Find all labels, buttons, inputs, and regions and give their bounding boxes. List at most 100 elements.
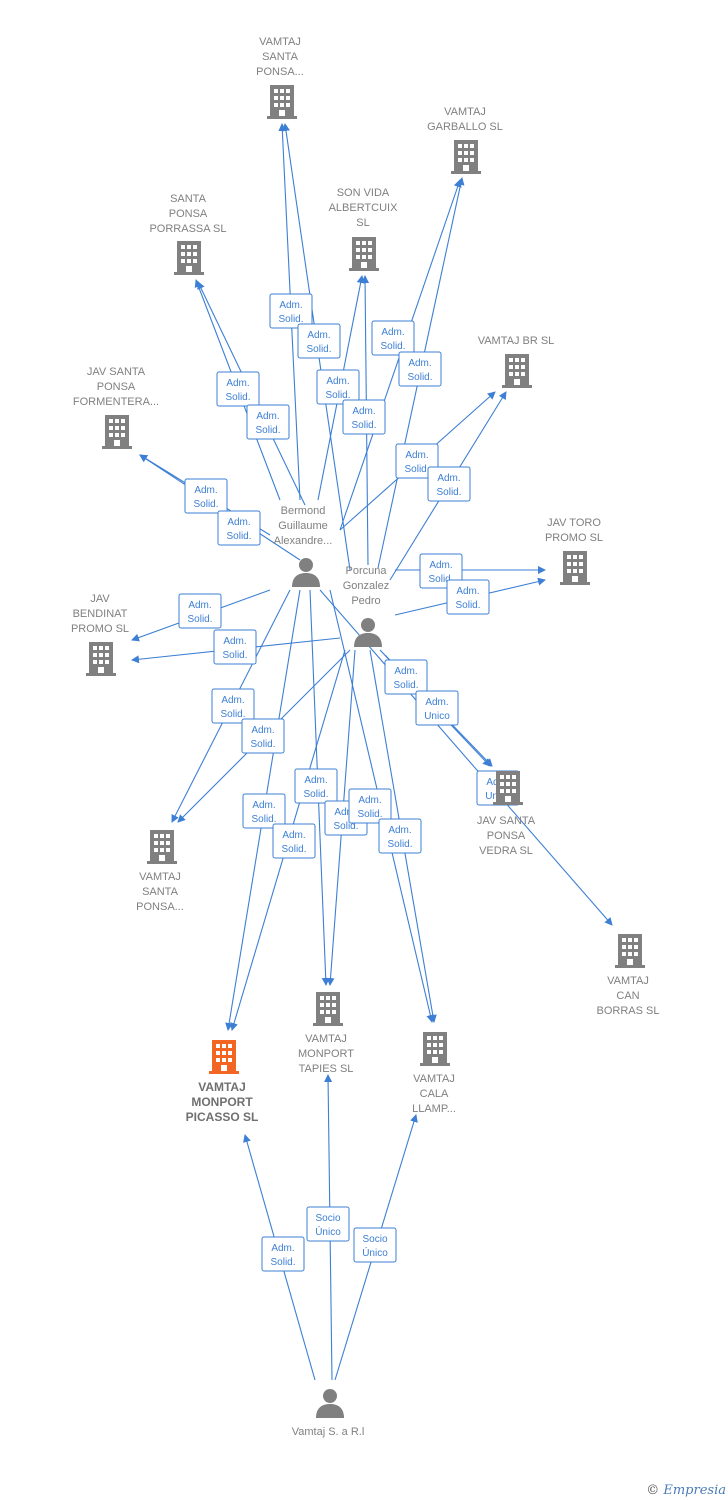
node-label-line: SON VIDA — [337, 187, 390, 199]
node-vamtaj-br[interactable]: VAMTAJ BR SL — [478, 335, 555, 388]
edges-layer — [131, 123, 613, 1381]
node-label-line: BORRAS SL — [597, 1005, 660, 1017]
relationship-label[interactable]: Adm.Solid. — [217, 510, 261, 546]
relationship-label[interactable]: Adm.Solid. — [371, 320, 415, 356]
node-vamtaj-sarl[interactable]: Vamtaj S. a R.l — [292, 1389, 365, 1438]
node-label-line: CAN — [616, 990, 639, 1002]
relationship-label-box — [178, 593, 222, 629]
relationship-label[interactable]: Adm.Solid. — [213, 629, 257, 665]
node-label-line: CALA — [420, 1088, 449, 1100]
node-vamtaj-santa-ponsa-top[interactable]: VAMTAJSANTAPONSA... — [256, 36, 304, 119]
building-icon[interactable] — [267, 85, 297, 119]
node-label-line: Pedro — [351, 595, 380, 607]
relationship-label[interactable]: Adm.Solid. — [297, 323, 341, 359]
node-jav-santa-ponsa-formentera[interactable]: JAV SANTAPONSAFORMENTERA... — [73, 366, 159, 449]
node-label-line: PORRASSA SL — [149, 223, 226, 235]
relationship-label-text: Adm. — [307, 330, 330, 341]
node-label-line: ALBERTCUIX — [329, 202, 399, 214]
relationship-label[interactable]: Adm.Solid. — [316, 369, 360, 405]
person-icon[interactable] — [316, 1389, 344, 1418]
building-icon[interactable] — [349, 237, 379, 271]
relationship-label[interactable]: Adm.Solid. — [446, 579, 490, 615]
relationship-label[interactable]: Adm.Solid. — [272, 823, 316, 859]
building-icon[interactable] — [313, 992, 343, 1026]
building-icon[interactable] — [86, 642, 116, 676]
relationship-label-box — [184, 478, 228, 514]
building-icon[interactable] — [615, 934, 645, 968]
relationship-label-text: Solid. — [436, 487, 461, 498]
building-icon[interactable] — [451, 140, 481, 174]
relationship-label[interactable]: Adm.Solid. — [348, 788, 392, 824]
relationship-label[interactable]: Adm.Solid. — [427, 466, 471, 502]
relationship-label[interactable]: Adm.Solid. — [178, 593, 222, 629]
relationship-label-box — [269, 293, 313, 329]
relationship-label-text: Solid. — [225, 392, 250, 403]
relationship-label-text: Adm. — [194, 485, 217, 496]
relationship-label[interactable]: Adm.Solid. — [211, 688, 255, 724]
node-label-line: Porcuna — [346, 565, 388, 577]
node-vamtaj-cala-llamp[interactable]: VAMTAJCALALLAMP... — [412, 1032, 456, 1115]
relationship-label[interactable]: Adm.Solid. — [241, 718, 285, 754]
node-label-line: VAMTAJ — [259, 36, 301, 48]
relationship-label[interactable]: Adm.Unico — [415, 690, 459, 726]
node-label-line: Alexandre... — [274, 535, 333, 547]
node-label-line: BENDINAT — [73, 608, 128, 620]
node-label-line: PROMO SL — [545, 532, 603, 544]
relationship-label[interactable]: Adm.Solid. — [261, 1236, 305, 1272]
relationship-label-text: Solid. — [387, 839, 412, 850]
node-label-line: JAV SANTA — [87, 366, 146, 378]
node-label-line: VAMTAJ BR SL — [478, 335, 555, 347]
relationship-label[interactable]: Adm.Solid. — [184, 478, 228, 514]
node-label-line: Guillaume — [278, 520, 328, 532]
relationship-label-box — [261, 1236, 305, 1272]
building-icon[interactable] — [102, 415, 132, 449]
building-icon[interactable] — [493, 771, 523, 805]
person-icon[interactable] — [292, 558, 320, 587]
relationship-label-text: Adm. — [304, 775, 327, 786]
relationship-label-text: Adm. — [223, 636, 246, 647]
relationship-label[interactable]: Adm.Solid. — [269, 293, 313, 329]
relationship-label-text: Solid. — [281, 844, 306, 855]
relationship-label-text: Adm. — [251, 725, 274, 736]
node-label-line: SANTA — [142, 886, 179, 898]
relationship-label[interactable]: Adm.Solid. — [398, 351, 442, 387]
person-icon[interactable] — [354, 618, 382, 647]
relationship-label-box — [384, 659, 428, 695]
relationship-label[interactable]: Adm.Solid. — [384, 659, 428, 695]
building-icon[interactable] — [420, 1032, 450, 1066]
building-icon[interactable] — [560, 551, 590, 585]
relationship-label-text: Socio — [315, 1213, 340, 1224]
node-vamtaj-santa-ponsa-mid[interactable]: VAMTAJSANTAPONSA... — [136, 830, 184, 913]
building-icon[interactable] — [174, 241, 204, 275]
building-icon[interactable] — [209, 1040, 239, 1074]
relationship-label[interactable]: Adm.Solid. — [246, 404, 290, 440]
relationship-label[interactable]: Adm.Solid. — [242, 793, 286, 829]
relationship-label[interactable]: Adm.Solid. — [216, 371, 260, 407]
relationship-label-box — [415, 690, 459, 726]
empresia-logo[interactable]: Empresia — [663, 1483, 726, 1498]
relationship-label[interactable]: Adm.Solid. — [294, 768, 338, 804]
relationship-label-text: Adm. — [388, 825, 411, 836]
building-icon[interactable] — [502, 354, 532, 388]
node-bermond[interactable]: BermondGuillaumeAlexandre... — [274, 505, 333, 587]
relationship-label[interactable]: Adm.Solid. — [342, 399, 386, 435]
building-icon[interactable] — [147, 830, 177, 864]
node-label-line: JAV — [90, 593, 110, 605]
relationship-label-text: Adm. — [405, 450, 428, 461]
relationship-label[interactable]: Adm. Solid. — [378, 818, 422, 854]
node-label-line: LLAMP... — [412, 1103, 456, 1115]
